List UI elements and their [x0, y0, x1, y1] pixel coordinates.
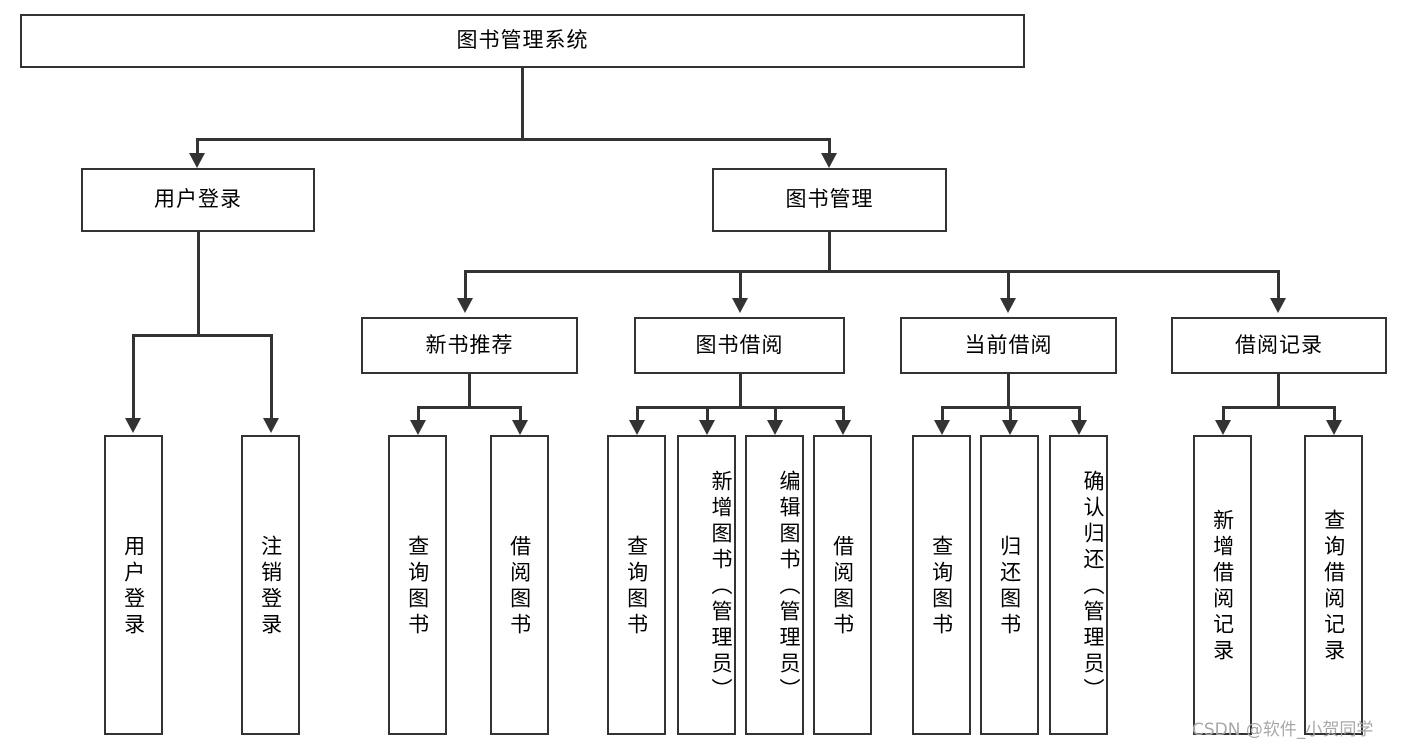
edge-bb-child-0 [636, 406, 639, 422]
edge-book-management-child-2 [1007, 270, 1010, 300]
node-label: 借阅记录 [1235, 332, 1323, 357]
edge-book-management-child-0 [464, 270, 467, 300]
edge-bb-child-3 [842, 406, 845, 422]
leaf-new-book-recommend-1[interactable]: 借阅图书 [490, 435, 549, 735]
node-label: 图书管理系统 [456, 28, 589, 53]
node-label: 用户登录 [154, 187, 242, 212]
arrow-nbr-child-1 [512, 420, 528, 435]
edge-new-book-recommend-bus [417, 406, 521, 409]
arrow-bb-child-2 [767, 420, 783, 435]
edge-user-login-child-1 [270, 334, 273, 420]
edge-br-child-0 [1222, 406, 1225, 422]
node-label: 新增借阅记录 [1210, 509, 1235, 665]
edge-root-bus [196, 138, 830, 141]
node-book-management[interactable]: 图书管理 [712, 168, 947, 232]
node-user-login[interactable]: 用户登录 [81, 168, 315, 232]
arrow-book-management-child-3 [1270, 298, 1286, 313]
leaf-book-borrow-2[interactable]: 编辑图书（管理员） [745, 435, 804, 735]
edge-current-borrow-stem [1007, 374, 1010, 408]
edge-cb-child-0 [941, 406, 944, 422]
edge-root-to-book-management [828, 138, 831, 155]
arrow-br-child-1 [1326, 420, 1342, 435]
arrow-br-child-0 [1215, 420, 1231, 435]
arrow-book-management-child-2 [1000, 298, 1016, 313]
watermark-csdn: CSDN @软件_小贺同学 [1192, 720, 1374, 740]
edge-book-management-child-1 [739, 270, 742, 300]
leaf-user-login-0[interactable]: 用户登录 [104, 435, 163, 735]
edge-root-stem [521, 68, 524, 140]
node-label: 借阅图书 [830, 535, 855, 639]
arrow-root-to-book-management [821, 153, 837, 168]
leaf-borrow-record-0[interactable]: 新增借阅记录 [1193, 435, 1252, 735]
edge-book-management-bus [464, 270, 1279, 273]
arrow-root-to-user-login [189, 153, 205, 168]
arrow-bb-child-3 [835, 420, 851, 435]
edge-nbr-child-0 [417, 406, 420, 422]
node-label: 用户登录 [121, 535, 146, 639]
edge-user-login-stem [197, 232, 200, 336]
edge-user-login-bus [132, 334, 272, 337]
edge-root-to-user-login [196, 138, 199, 155]
arrow-bb-child-0 [629, 420, 645, 435]
arrow-book-management-child-1 [732, 298, 748, 313]
edge-cb-child-2 [1078, 406, 1081, 422]
edge-bb-child-2 [774, 406, 777, 422]
edge-book-borrow-bus [636, 406, 844, 409]
node-borrow-record[interactable]: 借阅记录 [1171, 317, 1387, 374]
node-label: 确认归还（管理员） [1081, 470, 1105, 704]
node-book-borrow[interactable]: 图书借阅 [634, 317, 845, 374]
edge-book-management-stem [828, 232, 831, 272]
arrow-cb-child-0 [934, 420, 950, 435]
leaf-book-borrow-1[interactable]: 新增图书（管理员） [677, 435, 736, 735]
node-label: 编辑图书（管理员） [777, 470, 801, 704]
arrow-bb-child-1 [699, 420, 715, 435]
node-label: 查询图书 [624, 535, 649, 639]
node-label: 归还图书 [997, 535, 1022, 639]
leaf-new-book-recommend-0[interactable]: 查询图书 [388, 435, 447, 735]
leaf-borrow-record-1[interactable]: 查询借阅记录 [1304, 435, 1363, 735]
node-new-book-recommend[interactable]: 新书推荐 [361, 317, 578, 374]
arrow-cb-child-1 [1002, 420, 1018, 435]
edge-bb-child-1 [706, 406, 709, 422]
arrow-user-login-child-1 [263, 418, 279, 433]
leaf-current-borrow-0[interactable]: 查询图书 [912, 435, 971, 735]
arrow-nbr-child-0 [410, 420, 426, 435]
node-label: 新增图书（管理员） [709, 470, 733, 704]
edge-borrow-record-bus [1222, 406, 1335, 409]
edge-br-child-1 [1333, 406, 1336, 422]
arrow-user-login-child-0 [125, 418, 141, 433]
node-label: 当前借阅 [964, 332, 1053, 357]
node-label: 借阅图书 [507, 535, 532, 639]
node-label: 图书借阅 [695, 332, 784, 357]
leaf-current-borrow-2[interactable]: 确认归还（管理员） [1049, 435, 1108, 735]
edge-book-management-child-3 [1277, 270, 1280, 300]
node-root-library-management-system[interactable]: 图书管理系统 [20, 14, 1025, 68]
node-label: 查询图书 [405, 535, 430, 639]
edge-nbr-child-1 [519, 406, 522, 422]
leaf-current-borrow-1[interactable]: 归还图书 [980, 435, 1039, 735]
node-label: 查询图书 [929, 535, 954, 639]
leaf-book-borrow-3[interactable]: 借阅图书 [813, 435, 872, 735]
node-label: 注销登录 [258, 535, 283, 639]
edge-user-login-child-0 [132, 334, 135, 420]
edge-borrow-record-stem [1277, 374, 1280, 408]
edge-book-borrow-stem [739, 374, 742, 408]
leaf-book-borrow-0[interactable]: 查询图书 [607, 435, 666, 735]
node-current-borrow[interactable]: 当前借阅 [900, 317, 1117, 374]
arrow-book-management-child-0 [457, 298, 473, 313]
edge-cb-child-1 [1009, 406, 1012, 422]
edge-new-book-recommend-stem [468, 374, 471, 408]
leaf-user-login-1[interactable]: 注销登录 [241, 435, 300, 735]
node-label: 图书管理 [785, 187, 874, 212]
node-label: 查询借阅记录 [1321, 509, 1346, 665]
node-label: 新书推荐 [425, 332, 514, 357]
arrow-cb-child-2 [1071, 420, 1087, 435]
